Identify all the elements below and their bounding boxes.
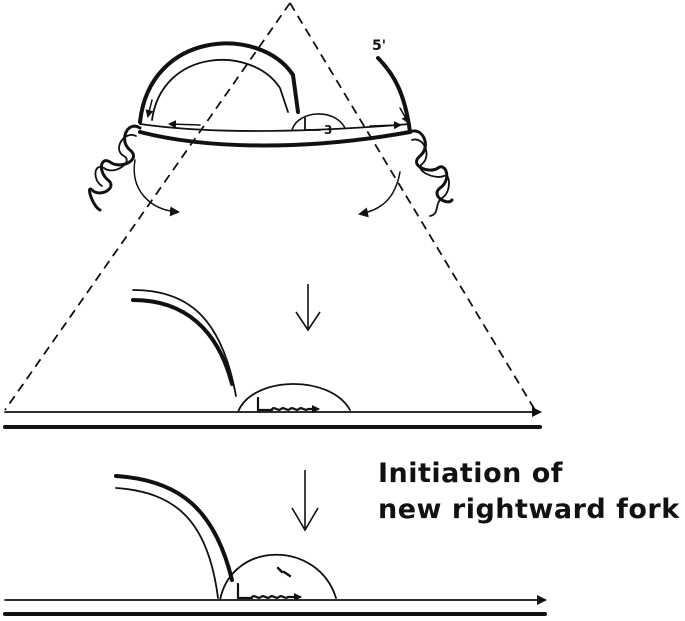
zoom-triangle-left-edge	[4, 2, 291, 411]
label-three-prime: 3	[324, 123, 332, 137]
bottom-panel	[3, 474, 547, 616]
middle-primer-wave	[270, 405, 320, 413]
primer-bump	[291, 113, 346, 131]
rotation-arrow-right	[358, 171, 401, 218]
bottom-new-primer	[276, 566, 292, 578]
supercoil-left-strand	[94, 134, 137, 187]
middle-panel	[3, 289, 542, 429]
middle-strand-thin	[132, 289, 237, 397]
middle-primer	[256, 396, 274, 412]
zoom-triangle-right-edge	[289, 2, 536, 411]
bottom-strand-thin	[115, 487, 219, 599]
bottom-primer-wave	[250, 593, 302, 601]
middle-strand-thick	[131, 298, 234, 386]
primer-start-mark	[304, 117, 321, 131]
supercoil-right	[408, 129, 454, 204]
caption-line-2: new rightward fork	[378, 494, 680, 525]
strand-five-prime	[376, 56, 412, 134]
zoom-triangle	[4, 2, 536, 411]
bubble-upper-line	[139, 123, 411, 133]
caption-line-1: Initiation of	[378, 458, 564, 489]
step-arrow-2	[291, 470, 319, 532]
bottom-bubble	[219, 553, 337, 601]
top-panel	[88, 41, 454, 218]
bubble-outer-arc	[138, 41, 300, 124]
step-arrow-1	[295, 284, 321, 332]
span-arrow-left	[168, 120, 201, 129]
caption-initiation: Initiation of new rightward fork	[378, 456, 680, 528]
bottom-primer	[236, 582, 254, 600]
label-five-prime: 5'	[372, 38, 386, 54]
middle-bubble	[237, 383, 351, 413]
rotation-arrow-left	[133, 159, 180, 217]
left-strand-arrow	[145, 99, 154, 118]
supercoil-right-strand	[411, 138, 450, 217]
bubble-lower-line	[138, 130, 412, 148]
span-arrow-right	[369, 121, 402, 130]
supercoil-left	[88, 124, 142, 212]
bubble-inner-arc	[151, 59, 289, 121]
strand-five-prime-arrow	[399, 107, 409, 124]
bottom-strand-thick	[114, 474, 234, 582]
